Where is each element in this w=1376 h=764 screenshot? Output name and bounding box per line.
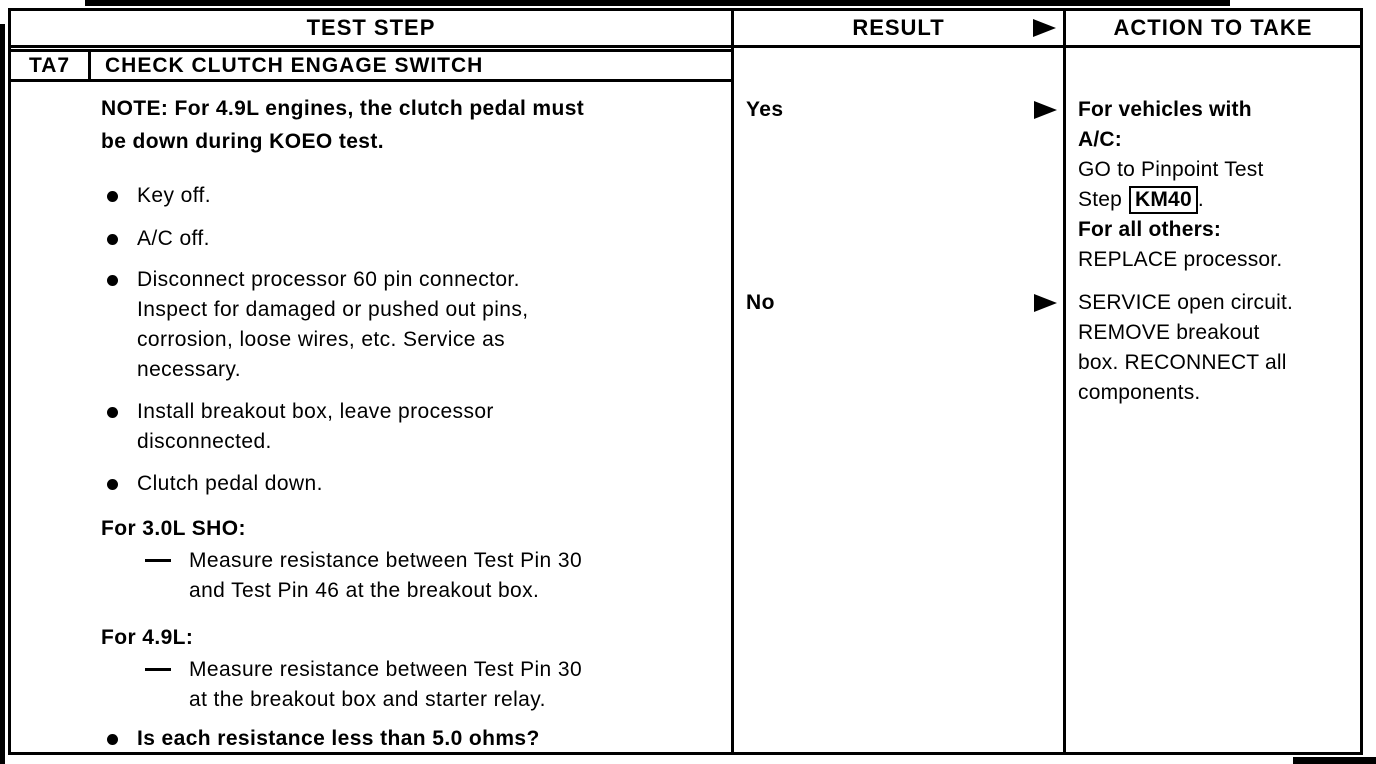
action-line: Step KM40.: [1078, 185, 1357, 215]
action-cell-yes: For vehicles with A/C: GO to Pinpoint Te…: [1066, 95, 1363, 275]
right-arrow-icon: [1034, 101, 1057, 119]
dash-text: at the breakout box and starter relay.: [189, 688, 546, 711]
action-line: For vehicles with: [1078, 98, 1252, 121]
pinpoint-test-table: TEST STEP RESULT ACTION TO TAKE TA7 CHEC…: [8, 8, 1363, 755]
bullet-item: Key off.: [101, 181, 713, 211]
step-title-cell: CHECK CLUTCH ENGAGE SWITCH: [105, 53, 484, 77]
dash-item: Measure resistance between Test Pin 30 a…: [101, 546, 713, 606]
action-line: SERVICE open circuit.: [1078, 291, 1294, 314]
action-line: REMOVE breakout: [1078, 321, 1260, 344]
action-line: box. RECONNECT all: [1078, 351, 1287, 374]
bullet-text: A/C off.: [137, 227, 210, 250]
column-header-result: RESULT: [734, 11, 1063, 45]
dash-icon: [145, 668, 171, 671]
action-line: GO to Pinpoint Test: [1078, 158, 1264, 181]
section-heading: For 4.9L:: [101, 626, 194, 649]
section-heading: For 3.0L SHO:: [101, 517, 246, 540]
test-step-reference: KM40: [1129, 186, 1198, 214]
action-line: A/C:: [1078, 128, 1122, 151]
bullet-text: disconnected.: [137, 430, 272, 453]
bullet-text: necessary.: [137, 358, 241, 381]
bullet-text: Clutch pedal down.: [137, 472, 323, 495]
scan-edge-left: [0, 24, 5, 764]
test-step-header-label: TEST STEP: [306, 15, 436, 40]
test-step-cell: NOTE: For 4.9L engines, the clutch pedal…: [11, 82, 731, 752]
result-label-no: No: [746, 291, 775, 314]
bullet-text: Disconnect processor 60 pin connector.: [137, 268, 520, 291]
column-divider-1: [731, 11, 734, 752]
scan-edge-bottom: [1293, 757, 1376, 764]
bullet-item: A/C off.: [101, 224, 713, 254]
dash-text: Measure resistance between Test Pin 30: [189, 658, 583, 681]
action-cell-no: SERVICE open circuit. REMOVE breakout bo…: [1066, 288, 1363, 408]
bullet-text: Install breakout box, leave processor: [137, 400, 494, 423]
result-header-label: RESULT: [852, 15, 945, 40]
bullet-item: Install breakout box, leave processor di…: [101, 397, 713, 457]
note-line: be down during KOEO test.: [101, 130, 384, 153]
bullet-item: Clutch pedal down.: [101, 469, 713, 499]
dash-item: Measure resistance between Test Pin 30 a…: [101, 655, 713, 715]
bullet-text: Key off.: [137, 184, 212, 207]
right-arrow-icon: [1033, 19, 1056, 37]
column-divider-2: [1063, 11, 1066, 752]
dash-icon: [145, 559, 171, 562]
right-arrow-icon: [1034, 294, 1057, 312]
step-id-cell: TA7: [11, 52, 91, 79]
bullet-icon: [107, 275, 118, 286]
action-line: For all others:: [1078, 218, 1222, 241]
bullet-icon: [107, 234, 118, 245]
note-line: NOTE: For 4.9L engines, the clutch pedal…: [101, 97, 585, 120]
bullet-icon: [107, 734, 118, 745]
question-item: Is each resistance less than 5.0 ohms?: [101, 724, 713, 754]
bullet-icon: [107, 479, 118, 490]
action-header-label: ACTION TO TAKE: [1113, 15, 1313, 40]
dash-text: and Test Pin 46 at the breakout box.: [189, 579, 540, 602]
bullet-text: Inspect for damaged or pushed out pins,: [137, 298, 529, 321]
bullet-item: Disconnect processor 60 pin connector. I…: [101, 265, 713, 385]
bullet-icon: [107, 191, 118, 202]
action-line: components.: [1078, 381, 1201, 404]
bullet-icon: [107, 407, 118, 418]
scan-edge-top: [85, 0, 1230, 6]
test-step-row: TA7 CHECK CLUTCH ENGAGE SWITCH: [11, 49, 731, 82]
header-bottom-border: [11, 45, 1360, 48]
column-header-test-step: TEST STEP: [11, 11, 731, 45]
question-text: Is each resistance less than 5.0 ohms?: [137, 727, 540, 750]
action-line: REPLACE processor.: [1078, 248, 1283, 271]
result-label-yes: Yes: [746, 98, 784, 121]
result-row-no: No: [734, 288, 1063, 318]
result-row-yes: Yes: [734, 95, 1063, 125]
bullet-text: corrosion, loose wires, etc. Service as: [137, 328, 506, 351]
dash-text: Measure resistance between Test Pin 30: [189, 549, 583, 572]
column-header-action: ACTION TO TAKE: [1066, 11, 1360, 45]
step-suffix: .: [1197, 188, 1204, 211]
note-text: NOTE: For 4.9L engines, the clutch pedal…: [101, 92, 713, 158]
step-word: Step: [1078, 188, 1122, 211]
